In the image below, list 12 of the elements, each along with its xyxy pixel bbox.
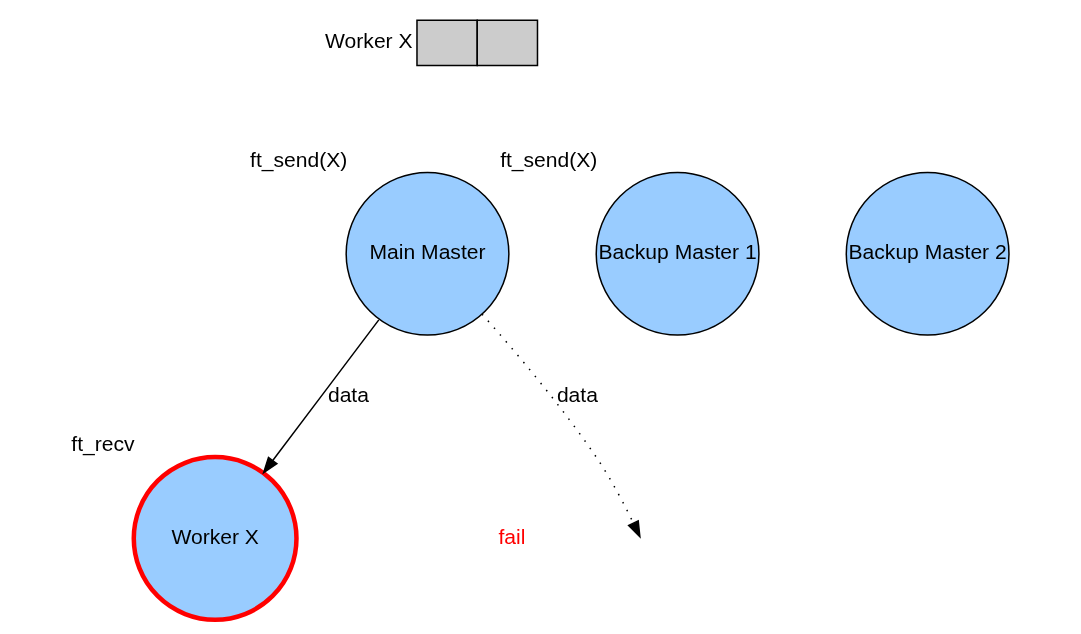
node-label: ft_send(X) [250, 147, 348, 171]
node-circle: Main Master [345, 171, 510, 336]
node-label: ft_recv [71, 432, 135, 456]
node-label: Worker X [325, 29, 413, 53]
node-circle: Backup Master 1 [595, 171, 760, 336]
edge-label: data [556, 382, 598, 406]
arrow [262, 319, 380, 475]
edge-label: data [327, 382, 369, 406]
node-circle: Backup Master 2 [845, 171, 1010, 336]
arrow [481, 313, 641, 539]
label: fail [498, 525, 526, 549]
node-label: ft_send(X) [500, 147, 598, 171]
